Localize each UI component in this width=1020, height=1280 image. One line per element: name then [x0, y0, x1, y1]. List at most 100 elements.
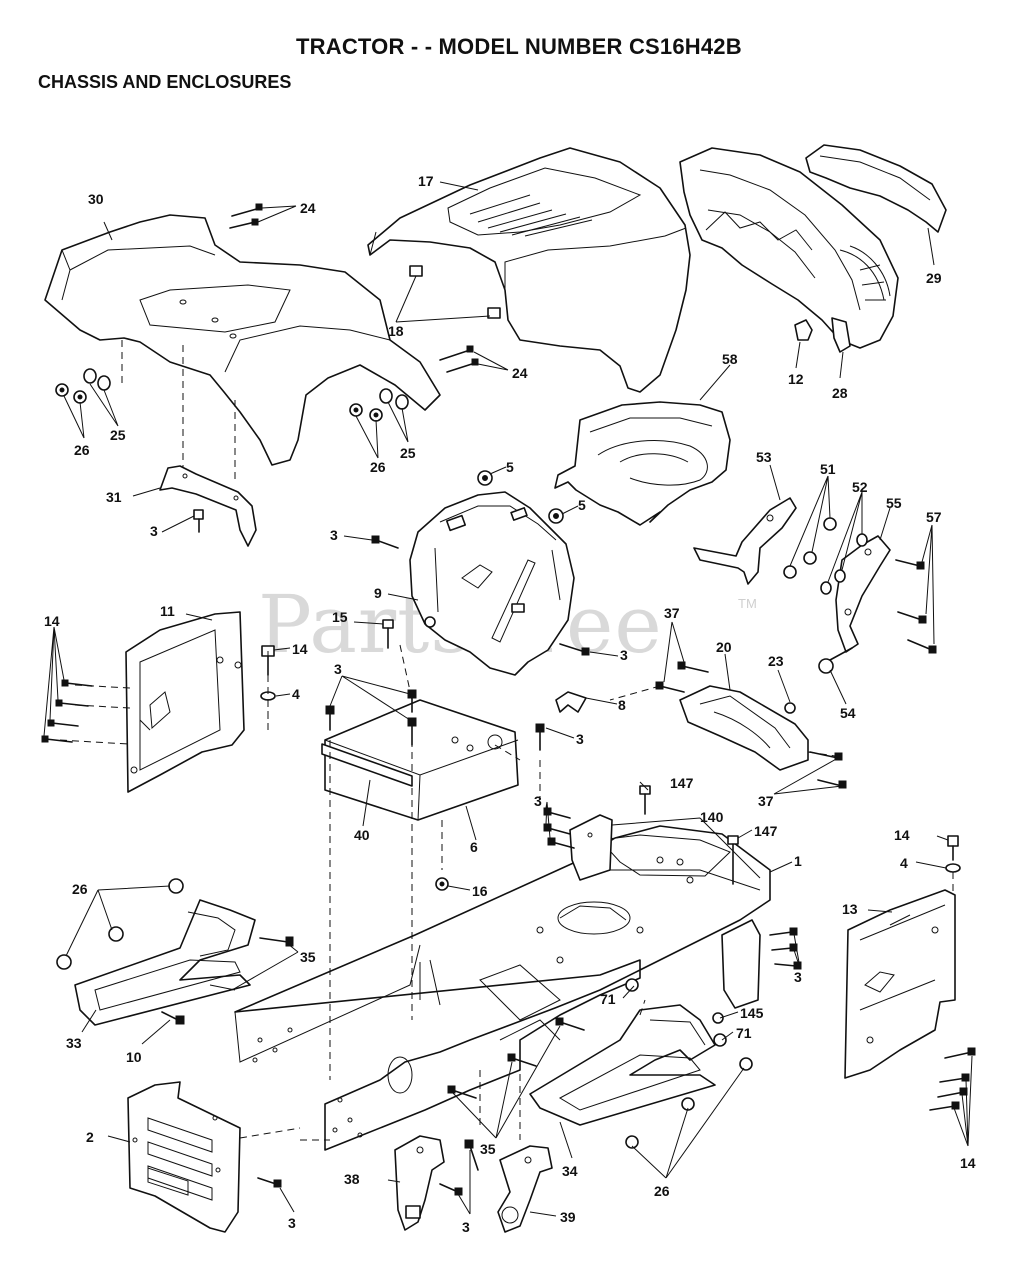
- part-bolts-3-bottom: [439, 1139, 479, 1196]
- part-side-panel-right: [844, 889, 956, 1079]
- callout-55: 55: [886, 495, 902, 511]
- callout-52: 52: [852, 479, 868, 495]
- callout-29: 29: [926, 270, 942, 286]
- callout-4-left: 4: [292, 686, 300, 702]
- callout-51: 51: [820, 461, 836, 477]
- callout-3-front: 3: [288, 1215, 296, 1231]
- callout-23: 23: [768, 653, 784, 669]
- callout-38: 38: [344, 1171, 360, 1187]
- part-plate-6: [324, 699, 519, 821]
- callout-57: 57: [926, 509, 942, 525]
- part-bolts-24-lower: [439, 345, 479, 373]
- callout-34: 34: [562, 1163, 578, 1179]
- frame-holes: [252, 856, 694, 1138]
- callout-37-lower: 37: [758, 793, 774, 809]
- callout-24-lower: 24: [512, 365, 528, 381]
- callout-3-clip: 3: [576, 731, 584, 747]
- callout-5-upper: 5: [506, 459, 514, 475]
- part-footrest-right: [529, 1004, 716, 1126]
- part-side-panel-left: [59, 611, 245, 793]
- part-bracket-140: [569, 814, 613, 881]
- callout-145: 145: [740, 1005, 764, 1021]
- callout-24-upper: 24: [300, 200, 316, 216]
- callout-25-left: 25: [110, 427, 126, 443]
- part-bolts-14-right: [929, 1047, 976, 1111]
- callout-11: 11: [160, 603, 175, 619]
- callout-2: 2: [86, 1129, 94, 1145]
- callout-18: 18: [388, 323, 404, 339]
- part-strip-40: [321, 743, 413, 787]
- callout-14-mid: 14: [292, 641, 308, 657]
- part-bracket-31: [159, 465, 257, 547]
- part-nuts-51-52: [783, 517, 868, 595]
- callout-9: 9: [374, 585, 382, 601]
- part-fender: [44, 214, 441, 480]
- callout-3-plate: 3: [334, 661, 342, 677]
- part-bolt-15: [382, 619, 394, 649]
- callout-13: 13: [842, 901, 858, 917]
- part-bolts-14-left: [41, 679, 93, 743]
- part-bolt-10: [161, 1011, 185, 1025]
- part-bracket-20: [679, 685, 809, 771]
- callout-14-right-bottom: 14: [960, 1155, 976, 1171]
- callout-26-footrest: 26: [72, 881, 88, 897]
- part-clip-8: [555, 691, 587, 713]
- part-nut-16: [435, 877, 449, 891]
- callout-14-right-top: 14: [894, 827, 910, 843]
- part-bracket-39: [497, 1145, 553, 1233]
- callout-25-right: 25: [400, 445, 416, 461]
- section-subtitle: CHASSIS AND ENCLOSURES: [38, 72, 292, 92]
- part-bolts-24-upper: [229, 203, 263, 229]
- callout-26-left: 26: [74, 442, 90, 458]
- callout-40: 40: [354, 827, 370, 843]
- part-bolts-37: [655, 661, 847, 789]
- callout-14-left: 14: [44, 613, 60, 629]
- part-frame-bracket-right: [721, 919, 802, 1009]
- callout-5-lower: 5: [578, 497, 586, 513]
- part-clip: [794, 319, 813, 341]
- callout-35-left: 35: [300, 949, 316, 965]
- callout-16: 16: [472, 883, 488, 899]
- part-bolts-3-plate: [325, 689, 545, 751]
- callout-3-bottom: 3: [462, 1219, 470, 1235]
- part-grille: [679, 144, 947, 353]
- part-nuts-washers-right: [349, 388, 409, 422]
- alignment-lines: [239, 644, 836, 1141]
- part-bracket-53: [693, 497, 797, 585]
- part-grommets: [477, 470, 564, 524]
- part-nuts-washers-left: [55, 368, 111, 404]
- callout-15: 15: [332, 609, 348, 625]
- callout-4-right: 4: [900, 855, 908, 871]
- part-bolts-57: [895, 559, 937, 654]
- callout-8: 8: [618, 697, 626, 713]
- part-nuts-26-right: [625, 1057, 753, 1149]
- part-bolt-35-left: [209, 936, 294, 991]
- callout-58: 58: [722, 351, 738, 367]
- callout-71-upper: 71: [600, 991, 616, 1007]
- callout-3-right: 3: [794, 969, 802, 985]
- part-bolts-35-bottom: [447, 1017, 585, 1099]
- callout-28: 28: [832, 385, 848, 401]
- callout-140: 140: [700, 809, 724, 825]
- callout-71-lower: 71: [736, 1025, 752, 1041]
- callout-10: 10: [126, 1049, 142, 1065]
- callout-39: 39: [560, 1209, 576, 1225]
- callout-20: 20: [716, 639, 732, 655]
- callout-35-bottom: 35: [480, 1141, 496, 1157]
- part-hood: [367, 147, 691, 393]
- part-bracket-55: [835, 535, 891, 653]
- callout-3-panel: 3: [620, 647, 628, 663]
- part-dash-panel: [409, 491, 575, 676]
- callout-3-bracket: 3: [150, 523, 158, 539]
- callout-53: 53: [756, 449, 772, 465]
- callout-54: 54: [840, 705, 856, 721]
- leader-lines: [43, 181, 973, 1217]
- part-bracket-38: [394, 1135, 445, 1231]
- part-bolt-3-front: [257, 1177, 282, 1188]
- part-bolts-3-dash: [193, 509, 590, 656]
- callout-3-dash: 3: [330, 527, 338, 543]
- callout-1: 1: [794, 853, 802, 869]
- callout-147-upper: 147: [670, 775, 694, 791]
- watermark-trademark: TM: [738, 596, 757, 611]
